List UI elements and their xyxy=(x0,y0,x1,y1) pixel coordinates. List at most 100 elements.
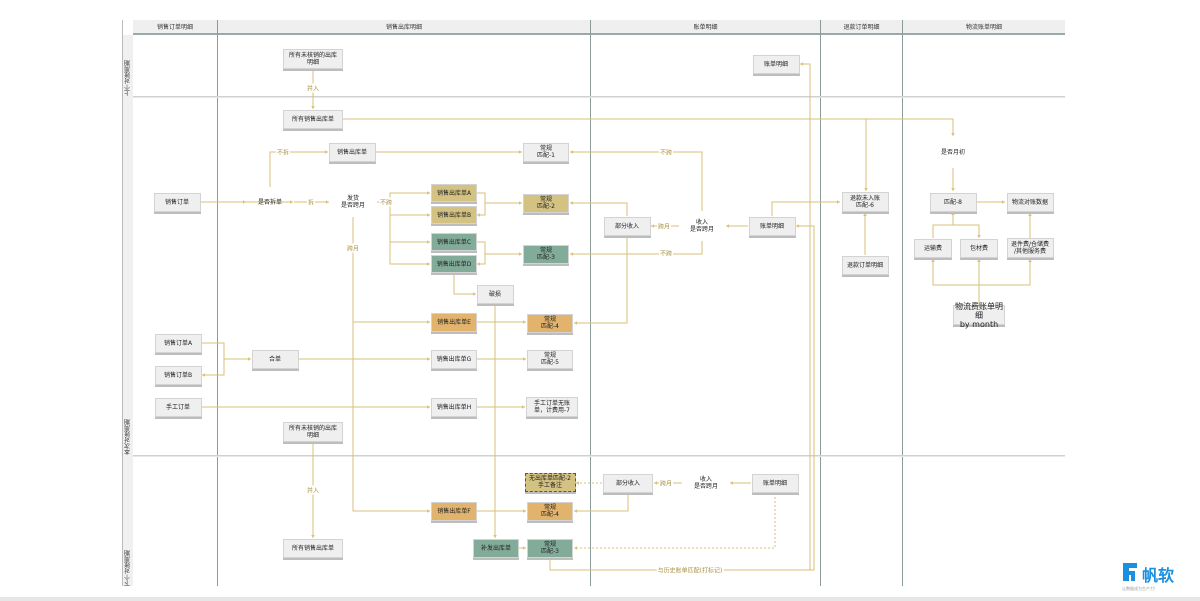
column-header-refund: 退款订单明细 xyxy=(821,20,902,35)
row-divider xyxy=(133,96,1065,97)
node-refund-detail[interactable]: 退款订单明细 xyxy=(841,255,889,275)
arrowhead-icon xyxy=(325,150,328,154)
arrowhead-icon xyxy=(427,405,430,409)
node-merge[interactable]: 合单 xyxy=(251,349,299,369)
node-next-all-outbound[interactable]: 所有销售出库单 xyxy=(283,538,343,558)
arrowhead-icon xyxy=(570,252,573,256)
node-out-h[interactable]: 销售出库单H xyxy=(431,397,477,417)
node-reship[interactable]: 补发出库单 xyxy=(473,538,519,558)
row-divider xyxy=(133,455,1065,456)
connector-line xyxy=(796,225,815,571)
node-out-e[interactable]: 销售出库单E xyxy=(431,312,477,332)
node-out-d[interactable]: 销售出库单D xyxy=(431,255,477,273)
connector-line xyxy=(570,202,628,216)
node-partial-income-next[interactable]: 部分收入 xyxy=(603,473,653,493)
node-out-c[interactable]: 销售出库单C xyxy=(431,233,477,251)
node-logistics-bill[interactable]: 物流费账单明细 by month xyxy=(953,301,1005,329)
connector-line xyxy=(574,493,629,512)
connector-line xyxy=(453,273,476,295)
swimlane-frame xyxy=(122,20,1066,586)
node-freight[interactable]: 运输费 xyxy=(914,238,952,258)
node-order-b[interactable]: 销售订单B xyxy=(154,365,202,385)
decision-month-start-q[interactable]: 是否月初 xyxy=(930,137,976,167)
connector-line xyxy=(343,118,954,136)
connector-line xyxy=(771,201,840,216)
decision-split-q[interactable]: 是否拆单 xyxy=(246,187,294,217)
edge-label-cross-2: 跨月 xyxy=(656,221,672,231)
node-match4[interactable]: 常规 匹配-4 xyxy=(527,313,573,333)
node-order-a[interactable]: 销售订单A xyxy=(154,333,202,353)
node-match2[interactable]: 常规 匹配-2 xyxy=(523,193,569,213)
node-match1[interactable]: 常规 匹配-1 xyxy=(523,142,569,162)
connector-line xyxy=(570,151,703,211)
lane-divider xyxy=(590,20,591,586)
node-out-a[interactable]: 销售出库单A xyxy=(431,184,477,202)
node-cur-unverified[interactable]: 所有未核销的出库 明细 xyxy=(283,422,343,442)
node-match5[interactable]: 常规 匹配-5 xyxy=(527,349,573,369)
logo-name: 帆软 xyxy=(1142,566,1175,585)
decision-income-cross-q[interactable]: 收入 是否跨月 xyxy=(679,211,725,241)
arrowhead-icon xyxy=(730,481,733,485)
node-match4b[interactable]: 常规 匹配-4 xyxy=(527,501,573,521)
connector-line xyxy=(477,192,486,216)
bottom-scrollbar[interactable] xyxy=(0,597,1200,601)
connector-line xyxy=(389,202,430,243)
node-bill-next[interactable]: 账单明细 xyxy=(751,473,799,493)
arrowhead-icon xyxy=(1028,213,1032,216)
arrowhead-icon xyxy=(427,357,430,361)
node-no-out-match2[interactable]: 无出库单匹配-2 手工备注 xyxy=(524,472,576,492)
edge-label-no-cross-2: 不跨 xyxy=(658,147,674,157)
arrowhead-icon xyxy=(951,133,955,136)
arrowhead-icon xyxy=(248,357,251,361)
node-out-f[interactable]: 销售出库单F xyxy=(431,501,477,521)
connector-line xyxy=(352,217,430,512)
lane-divider xyxy=(902,20,903,586)
node-partial-income[interactable]: 部分收入 xyxy=(603,216,651,236)
lane-divider xyxy=(217,20,218,586)
node-packing[interactable]: 包材费 xyxy=(960,238,998,258)
arrowhead-icon xyxy=(202,373,205,377)
arrowhead-icon xyxy=(576,481,579,485)
connector-line xyxy=(477,241,486,265)
node-refund-match6[interactable]: 退款未入账 匹配-6 xyxy=(841,192,889,212)
arrowhead-icon xyxy=(473,292,476,296)
decision-ship-cross-q[interactable]: 发货 是否跨月 xyxy=(329,187,377,217)
edge-label-no-cross-1: 不跨 xyxy=(378,197,394,207)
node-match3b[interactable]: 常规 匹配-3 xyxy=(527,538,573,558)
edge-label-cross-3: 跨月 xyxy=(658,478,674,488)
arrowhead-icon xyxy=(243,200,246,204)
arrowhead-icon xyxy=(427,240,430,244)
edge-label-split: 拆 xyxy=(306,197,316,207)
node-other-fees[interactable]: 退件费/仓储费 /其他服务费 xyxy=(1006,238,1054,258)
decision-text: 发货 是否跨月 xyxy=(340,195,365,209)
decision-text: 收入 是否跨月 xyxy=(689,219,714,233)
edge-label-cross-1: 跨月 xyxy=(345,243,361,253)
decision-income-cross-q-next[interactable]: 收入 是否跨月 xyxy=(683,468,729,498)
arrowhead-icon xyxy=(326,200,329,204)
node-manual-order[interactable]: 手工订单 xyxy=(154,397,202,417)
node-bill-prev[interactable]: 账单明细 xyxy=(752,54,800,74)
arrowhead-icon xyxy=(427,509,430,513)
arrowhead-icon xyxy=(519,201,522,205)
connector-line xyxy=(574,493,776,549)
arrowhead-icon xyxy=(523,357,526,361)
node-prev-unverified[interactable]: 所有未核销的出库 明细 xyxy=(283,49,343,69)
arrowhead-icon xyxy=(574,509,577,513)
node-all-outbound[interactable]: 所有销售出库单 xyxy=(283,109,343,129)
node-damaged[interactable]: 破损 xyxy=(476,284,514,304)
arrowhead-icon xyxy=(864,188,868,191)
arrowhead-icon xyxy=(427,213,430,217)
arrowhead-icon xyxy=(1002,200,1005,204)
node-bill-cur[interactable]: 账单明细 xyxy=(748,216,796,236)
connector-line xyxy=(932,259,979,286)
node-outbound[interactable]: 销售出库单 xyxy=(328,142,376,162)
arrowhead-icon xyxy=(427,191,430,195)
node-match7[interactable]: 手工订单无账 单，计费用-7 xyxy=(526,397,578,417)
node-sales-order[interactable]: 销售订单 xyxy=(153,192,201,212)
node-match3[interactable]: 常规 匹配-3 xyxy=(523,244,569,264)
connector-line xyxy=(932,224,980,238)
node-match8[interactable]: 匹配-8 xyxy=(929,192,977,212)
node-out-g[interactable]: 销售出库单G xyxy=(431,349,477,369)
node-logistics-data[interactable]: 物流对账数据 xyxy=(1006,192,1054,212)
node-out-b[interactable]: 销售出库单B xyxy=(431,206,477,224)
